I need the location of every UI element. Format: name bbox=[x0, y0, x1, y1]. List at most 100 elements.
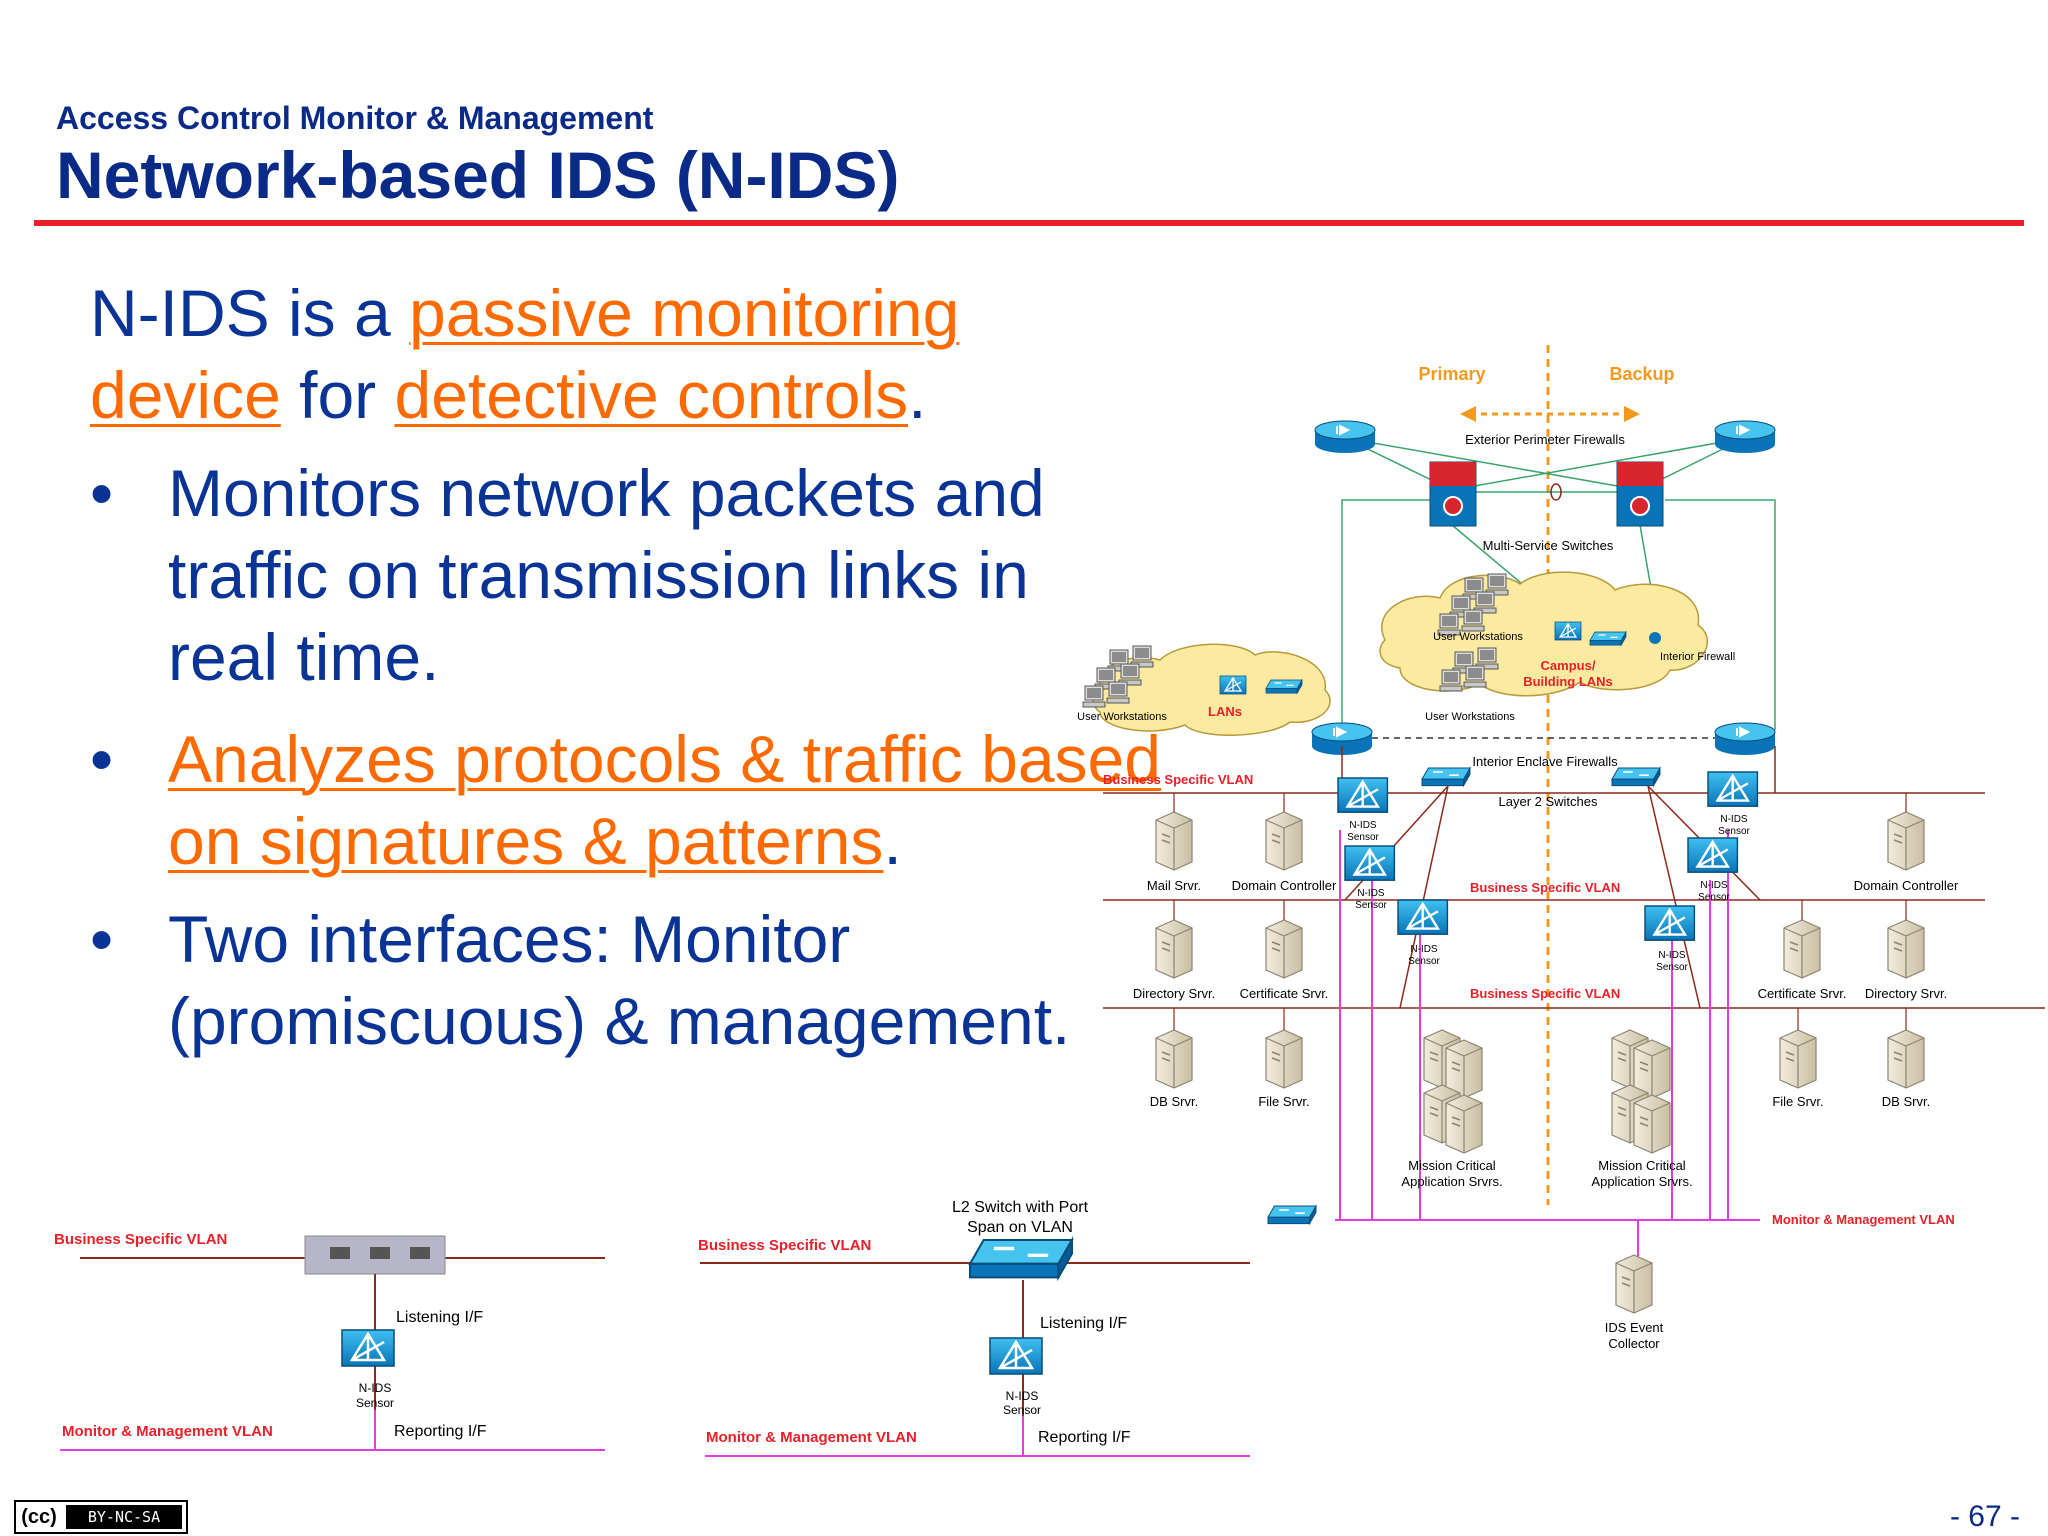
campus-label-2: Building LANs bbox=[1523, 674, 1613, 689]
intro-text-a: N-IDS is a bbox=[90, 276, 410, 350]
intro-highlight-passive: passive monitoring device bbox=[90, 276, 960, 432]
server-icon bbox=[1887, 1029, 1925, 1089]
bullet-marker: • bbox=[90, 456, 114, 530]
mission-critical-label-2b: Application Srvrs. bbox=[1591, 1174, 1692, 1189]
main-mgmt-vlan-label: Monitor & Management VLAN bbox=[1772, 1212, 1955, 1227]
sensor-icon bbox=[1686, 836, 1739, 874]
mission-critical-label-2a: Mission Critical bbox=[1598, 1158, 1686, 1173]
mid-business-vlan-label: Business Specific VLAN bbox=[698, 1237, 871, 1254]
server-icon bbox=[1265, 811, 1303, 871]
left-business-vlan-label: Business Specific VLAN bbox=[54, 1231, 227, 1248]
server-icon bbox=[1155, 919, 1193, 979]
sensor-label-2a: N-IDS bbox=[1357, 888, 1385, 899]
mgmt-switch-icon bbox=[1267, 1205, 1317, 1225]
server-icon bbox=[1783, 919, 1821, 979]
sensor-icon bbox=[1219, 675, 1247, 695]
mission-critical-cluster-backup bbox=[1611, 1029, 1671, 1154]
multiservice-switch-backup bbox=[1616, 461, 1664, 527]
slide-subtitle: Access Control Monitor & Management bbox=[56, 100, 654, 136]
bullet-marker: • bbox=[90, 722, 114, 796]
sensor-label-4a: N-IDS bbox=[1720, 814, 1748, 825]
cc-license-badge: (cc) BY-NC-SA bbox=[14, 1500, 188, 1534]
db-server-label-left: DB Srvr. bbox=[1150, 1094, 1198, 1109]
campus-ws-label-upper: User Workstations bbox=[1433, 631, 1523, 643]
interior-firewall-icon bbox=[1649, 632, 1661, 644]
l2-switch-icon bbox=[968, 1238, 1074, 1280]
ids-collector-label-1: IDS Event bbox=[1605, 1320, 1664, 1335]
sensor-icon bbox=[1706, 770, 1759, 808]
mid-reporting-label: Reporting I/F bbox=[1038, 1429, 1131, 1446]
mission-critical-cluster-primary bbox=[1423, 1029, 1483, 1154]
server-icon bbox=[1265, 1029, 1303, 1089]
sensor-icon bbox=[988, 1336, 1044, 1376]
mid-switch-label-2: Span on VLAN bbox=[967, 1219, 1073, 1236]
primary-label: Primary bbox=[1418, 364, 1485, 384]
db-server-label-right: DB Srvr. bbox=[1882, 1094, 1930, 1109]
certificate-server-label-right: Certificate Srvr. bbox=[1758, 986, 1847, 1001]
mid-sensor-label-2: Sensor bbox=[1003, 1403, 1041, 1417]
campus-ws-label-lower: User Workstations bbox=[1425, 711, 1515, 723]
sensor-label-6b: Sensor bbox=[1656, 962, 1688, 973]
layer2-switch-primary bbox=[1421, 767, 1471, 787]
sensor-icon bbox=[1396, 898, 1449, 936]
business-vlan-label-1: Business Specific VLAN bbox=[1103, 772, 1253, 787]
sensor-label-6a: N-IDS bbox=[1658, 950, 1686, 961]
mid-listening-label: Listening I/F bbox=[1040, 1315, 1127, 1332]
exterior-firewalls-label: Exterior Perimeter Firewalls bbox=[1465, 432, 1625, 447]
mail-server-label: Mail Srvr. bbox=[1147, 878, 1201, 893]
server-icon bbox=[1887, 811, 1925, 871]
bullet-analyzes: • Analyzes protocols & traffic based on … bbox=[90, 718, 1161, 882]
server-drop-links bbox=[1173, 793, 1907, 1030]
ids-collector-server-icon bbox=[1615, 1254, 1653, 1314]
intro-highlight-detective: detective controls bbox=[394, 358, 909, 432]
vlan-backbones bbox=[1103, 746, 2045, 1009]
mid-mgmt-vlan-label: Monitor & Management VLAN bbox=[706, 1429, 917, 1446]
mission-critical-label-1a: Mission Critical bbox=[1408, 1158, 1496, 1173]
multiservice-switch-primary bbox=[1429, 461, 1477, 527]
campus-label-1: Campus/ bbox=[1541, 658, 1596, 673]
cc-logo: (cc) bbox=[16, 1502, 62, 1532]
left-sensor-label-2: Sensor bbox=[356, 1396, 394, 1410]
sensor-icon bbox=[1343, 844, 1396, 882]
business-vlan-label-2: Business Specific VLAN bbox=[1470, 880, 1620, 895]
mission-critical-label-1b: Application Srvrs. bbox=[1401, 1174, 1502, 1189]
lans-ws-label: User Workstations bbox=[1077, 711, 1167, 723]
sensor-icon bbox=[1336, 776, 1389, 814]
bullet-text: Two interfaces: Monitor (promiscuous) & … bbox=[168, 902, 1071, 1058]
title-divider bbox=[34, 220, 2024, 226]
bullet-marker: • bbox=[90, 902, 114, 976]
bullet-monitors: • Monitors network packets and traffic o… bbox=[90, 452, 1140, 698]
layer2-switches-label: Layer 2 Switches bbox=[1499, 794, 1598, 809]
sensor-label-2b: Sensor bbox=[1355, 900, 1387, 911]
sensor-label-4b: Sensor bbox=[1718, 826, 1750, 837]
page-number: - 67 - bbox=[1949, 1500, 2020, 1533]
certificate-server-label-left: Certificate Srvr. bbox=[1240, 986, 1329, 1001]
slide-title: Network-based IDS (N-IDS) bbox=[56, 138, 900, 212]
sensor-icon bbox=[1554, 621, 1582, 641]
sensor-label-1b: Sensor bbox=[1347, 832, 1379, 843]
interior-firewall-label: Interior Firewall bbox=[1660, 651, 1735, 663]
ids-collector-label-2: Collector bbox=[1608, 1336, 1660, 1351]
layer2-switch-backup bbox=[1611, 767, 1661, 787]
left-sensor-label-1: N-IDS bbox=[359, 1381, 392, 1395]
sensor-label-5a: N-IDS bbox=[1700, 880, 1728, 891]
sensor-label-5b: Sensor bbox=[1698, 892, 1730, 903]
domain-controller-label-right: Domain Controller bbox=[1854, 878, 1959, 893]
mgmt-vlan-links bbox=[1335, 830, 1760, 1262]
sensor-icon bbox=[340, 1328, 396, 1368]
server-icon bbox=[1887, 919, 1925, 979]
bullet-text: Monitors network packets and traffic on … bbox=[168, 456, 1045, 694]
perimeter-router-backup bbox=[1714, 420, 1776, 454]
file-server-label-right: File Srvr. bbox=[1772, 1094, 1823, 1109]
multiservice-switches-label: Multi-Service Switches bbox=[1483, 538, 1614, 553]
directory-server-label-left: Directory Srvr. bbox=[1133, 986, 1215, 1001]
lans-label: LANs bbox=[1208, 704, 1242, 719]
sensor-label-1a: N-IDS bbox=[1349, 820, 1377, 831]
directory-server-label-right: Directory Srvr. bbox=[1865, 986, 1947, 1001]
left-mgmt-vlan-label: Monitor & Management VLAN bbox=[62, 1423, 273, 1440]
campus-switch-icon bbox=[1589, 631, 1627, 646]
bullet-interfaces: • Two interfaces: Monitor (promiscuous) … bbox=[90, 898, 1140, 1062]
server-icon bbox=[1265, 919, 1303, 979]
bullet-highlight: Analyzes protocols & traffic based on si… bbox=[168, 722, 1161, 878]
